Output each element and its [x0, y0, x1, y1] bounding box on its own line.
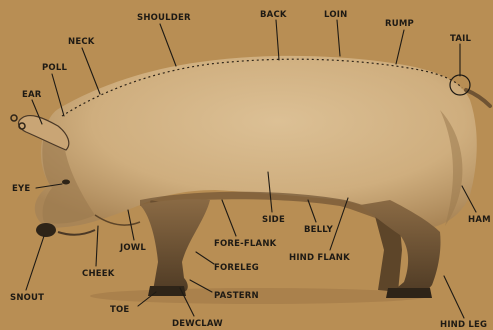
label-hind-flank: HIND FLANK — [289, 253, 350, 263]
label-tail: TAIL — [450, 34, 471, 44]
label-loin: LOIN — [324, 10, 347, 20]
label-pastern: PASTERN — [214, 291, 259, 301]
label-dewclaw: DEWCLAW — [172, 319, 223, 329]
snout-disc — [36, 223, 56, 237]
label-ear: EAR — [22, 90, 42, 100]
ground-shadow — [90, 288, 430, 304]
label-rump: RUMP — [385, 19, 414, 29]
label-neck: NECK — [68, 37, 95, 47]
label-belly: BELLY — [304, 225, 334, 235]
label-side: SIDE — [262, 215, 285, 225]
label-snout: SNOUT — [10, 293, 44, 303]
label-back: BACK — [260, 10, 287, 20]
label-toe: TOE — [110, 305, 129, 315]
label-poll: POLL — [42, 63, 67, 73]
fore-hoof — [148, 286, 186, 296]
label-fore-flank: FORE-FLANK — [214, 239, 277, 249]
label-hind-leg: HIND LEG — [440, 320, 487, 330]
hind-hoof — [386, 288, 432, 298]
label-cheek: CHEEK — [82, 269, 115, 279]
eye-shape — [62, 180, 70, 185]
label-jowl: JOWL — [119, 243, 146, 253]
label-eye: EYE — [12, 184, 30, 194]
label-shoulder: SHOULDER — [137, 13, 191, 23]
label-foreleg: FORELEG — [214, 263, 259, 273]
label-ham: HAM — [468, 215, 491, 225]
